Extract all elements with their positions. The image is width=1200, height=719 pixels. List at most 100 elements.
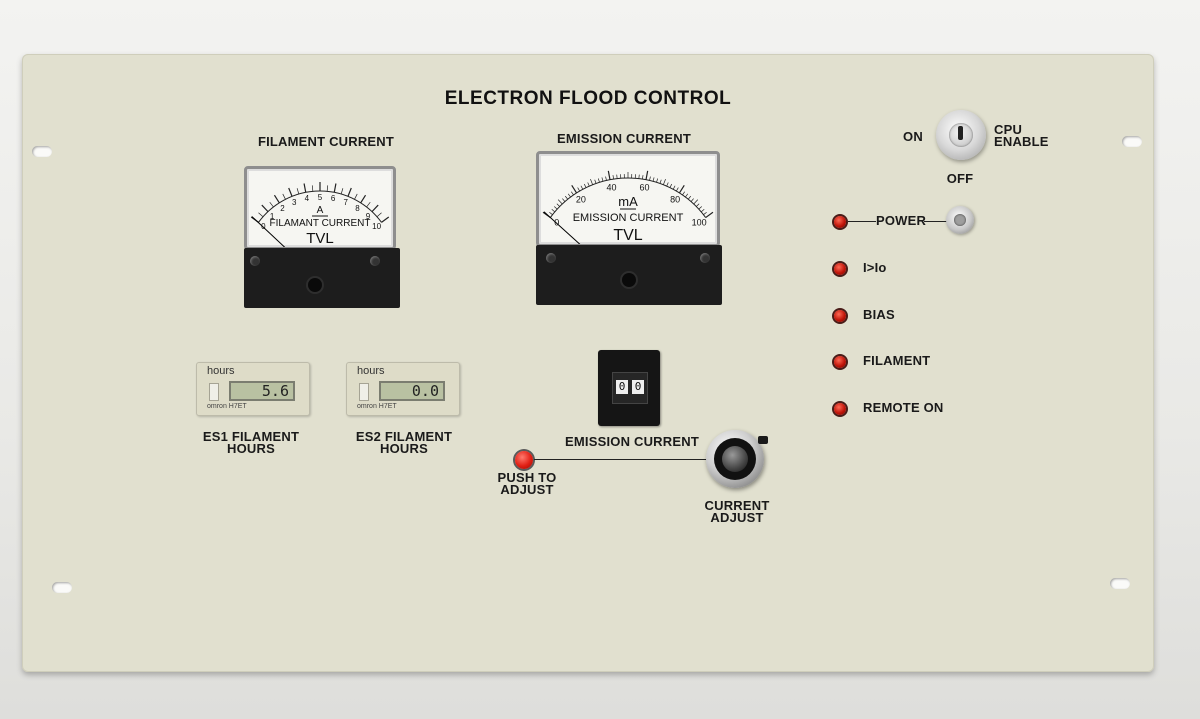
meter-tick <box>682 191 686 196</box>
push-to-adjust-button[interactable] <box>515 451 533 469</box>
meter-tick <box>696 203 700 207</box>
cpu-enable-key-switch[interactable] <box>936 110 986 160</box>
counter-reset-button[interactable] <box>359 383 369 401</box>
power-toggle-switch[interactable] <box>946 206 974 234</box>
meter-tick-label: 2 <box>280 204 285 213</box>
panel-title: ELECTRON FLOOD CONTROL <box>444 88 732 109</box>
meter-tick <box>366 201 371 208</box>
i-greater-io-indicator-label: I>Io <box>863 260 887 275</box>
push-to-adjust-label: PUSH TO ADJUST <box>497 470 557 497</box>
meter-tick-label: 1 <box>270 212 275 221</box>
meter-brand: TVL <box>613 227 642 244</box>
meter-tick-label: 7 <box>344 198 349 207</box>
filament-indicator-lamp <box>834 356 846 368</box>
counter-display: 0.0 <box>379 381 445 401</box>
meter-tick <box>557 199 563 205</box>
meter-unit-label: mA <box>618 194 638 209</box>
meter-tick <box>666 182 669 187</box>
power-indicator-label: POWER <box>876 213 927 228</box>
meter-tick <box>567 193 571 198</box>
meter-tick <box>583 183 587 188</box>
meter-tick <box>577 187 580 192</box>
meter-tick <box>381 216 390 223</box>
meter-face-text: EMISSION CURRENT <box>573 212 684 224</box>
meter-tick-label: 6 <box>331 194 336 203</box>
emission-current-meter-label: EMISSION CURRENT <box>557 131 691 146</box>
meter-tick <box>269 201 274 208</box>
thumbwheel-digit[interactable]: 0 <box>632 380 644 394</box>
meter-tick <box>645 170 649 180</box>
toggle-nut <box>954 214 966 226</box>
counter-unit: hours <box>207 365 235 377</box>
meter-tick <box>571 185 578 194</box>
meter-tick <box>659 179 662 184</box>
meter-tick <box>607 170 611 180</box>
es1-filament-label: ES1 FILAMENT HOURS <box>202 429 300 456</box>
zero-adjust-screw[interactable] <box>308 278 322 292</box>
meter-tick-label: 100 <box>692 217 707 227</box>
meter-scale-arc <box>258 190 382 223</box>
counter-brand: omron H7ET <box>207 403 247 410</box>
emission-setpoint-thumbwheel[interactable]: 0 0 <box>598 350 660 426</box>
meter-tick-label: 5 <box>318 193 323 202</box>
meter-tick <box>690 198 694 202</box>
current-adjust-label: CURRENT ADJUST <box>704 498 770 525</box>
meter-tick <box>672 185 676 190</box>
counter-reset-button[interactable] <box>209 383 219 401</box>
meter-tick <box>311 185 314 192</box>
mounting-slot <box>32 146 52 157</box>
knob-cap <box>722 446 748 472</box>
current-adjust-knob[interactable] <box>706 430 768 488</box>
meter-tick <box>656 178 659 183</box>
meter-tick <box>687 195 692 200</box>
meter-tick-label: 10 <box>372 222 381 231</box>
counter-unit: hours <box>357 365 385 377</box>
meter-tick <box>554 206 558 210</box>
mounting-slot <box>1122 136 1142 147</box>
es1-hour-counter: hours 5.6 omron H7ET <box>196 362 310 416</box>
meter-tick <box>273 194 280 204</box>
meter-tick <box>642 175 644 180</box>
meter-screw <box>370 256 380 266</box>
meter-tick <box>580 185 584 190</box>
meter-tick-label: 20 <box>576 195 586 205</box>
remote-on-indicator-label: REMOTE ON <box>863 400 944 415</box>
meter-tick <box>594 179 597 184</box>
meter-tick <box>562 198 566 202</box>
meter-tick <box>700 209 705 213</box>
meter-tick <box>258 212 264 218</box>
meter-tick-label: 80 <box>670 195 680 205</box>
remote-on-indicator-lamp <box>834 403 846 415</box>
thumbwheel-digit[interactable]: 0 <box>616 380 628 394</box>
meter-screw <box>546 253 556 263</box>
es2-hour-counter: hours 0.0 omron H7ET <box>346 362 460 416</box>
meter-needle <box>543 211 581 244</box>
zero-adjust-screw[interactable] <box>622 273 636 287</box>
meter-tick <box>296 188 300 195</box>
connector-line <box>848 221 876 222</box>
bias-indicator-lamp <box>834 310 846 322</box>
counter-brand: omron H7ET <box>357 403 397 410</box>
meter-screw <box>250 256 260 266</box>
meter-tick <box>703 211 707 215</box>
meter-tick-label: 60 <box>639 183 649 193</box>
meter-tick <box>282 193 286 200</box>
cpu-enable-label: CPU ENABLE <box>994 122 1049 149</box>
filament-current-label: FILAMENT CURRENT <box>257 134 395 149</box>
meter-tick-label: 4 <box>305 194 310 203</box>
knob-lock-lever[interactable] <box>758 436 768 444</box>
meter-tick <box>556 203 560 207</box>
meter-tick <box>676 187 679 192</box>
meter-tick <box>549 211 553 215</box>
meter-tick-label: 0 <box>554 217 559 227</box>
meter-brand: TVL <box>306 230 334 247</box>
meter-tick <box>326 185 329 192</box>
meter-tick <box>652 177 655 182</box>
meter-tick <box>371 204 379 213</box>
meter-tick <box>551 209 556 213</box>
es2-filament-label: ES2 FILAMENT HOURS <box>355 429 453 456</box>
